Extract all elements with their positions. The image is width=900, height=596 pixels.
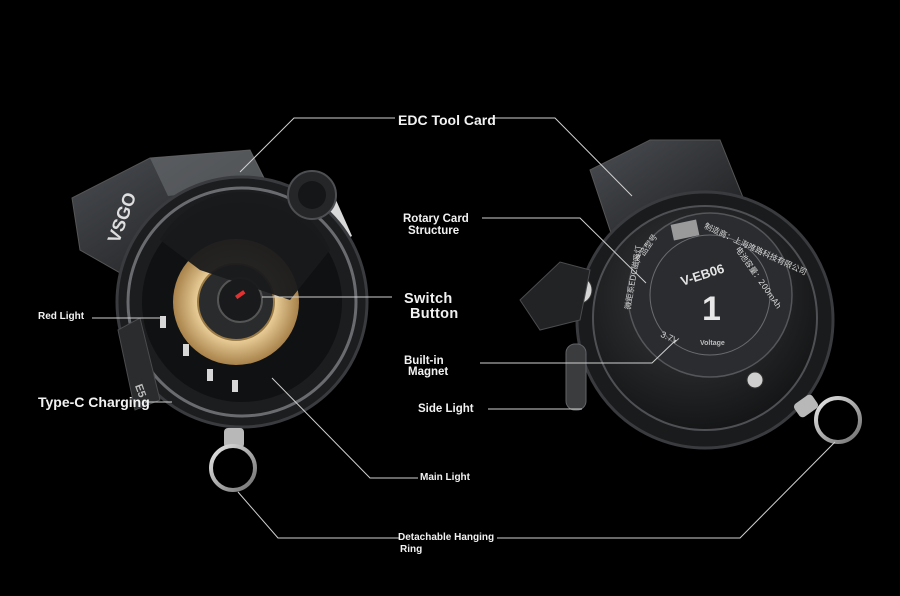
voltage-label-mark: Voltage (700, 340, 725, 347)
label-ring-line2: Ring (400, 544, 423, 555)
front-hanging-ring (209, 444, 257, 492)
red-light-indicator (235, 290, 246, 300)
back-label-disk (627, 212, 793, 378)
label-switch-line2: Button (410, 306, 459, 322)
label-main-light: Main Light (420, 472, 470, 483)
label-rotary-card-line1: Rotary Card (403, 213, 469, 225)
front-device: VSGO E5 (71, 149, 369, 492)
label-switch-line1: Switch (404, 291, 453, 307)
side-light-strip (565, 343, 587, 411)
label-ring-line1: Detachable Hanging (398, 532, 495, 543)
label-edc-tool-card: EDC Tool Card (398, 112, 496, 128)
tc-mark: E5 (132, 383, 148, 400)
label-type-c: Type-C Charging (38, 394, 150, 410)
label-built-in-line2: Magnet (408, 366, 449, 378)
label-red-light: Red Light (38, 311, 85, 322)
label-side-light: Side Light (418, 403, 474, 415)
back-hanging-ring (814, 396, 862, 444)
back-device: V-EB06 1 Voltage 3.7V 制造商：上海唯路科技有限公司 电池容… (519, 139, 862, 450)
label-rotary-card-line2: Structure (408, 225, 460, 237)
number-mark: 1 (702, 290, 721, 328)
leader-lines (92, 117, 836, 539)
label-built-in-line1: Built-in (404, 355, 444, 367)
